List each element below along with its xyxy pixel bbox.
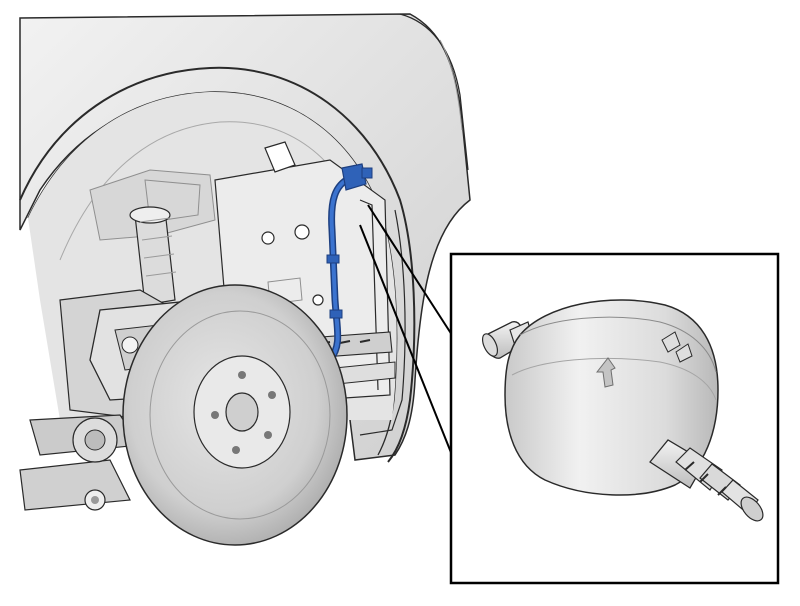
outlet-nozzle	[649, 439, 764, 522]
highlighted-hose	[318, 163, 373, 376]
brake-disc	[122, 284, 348, 546]
callout-leader-lines	[359, 204, 453, 456]
detail-inset	[449, 252, 780, 585]
